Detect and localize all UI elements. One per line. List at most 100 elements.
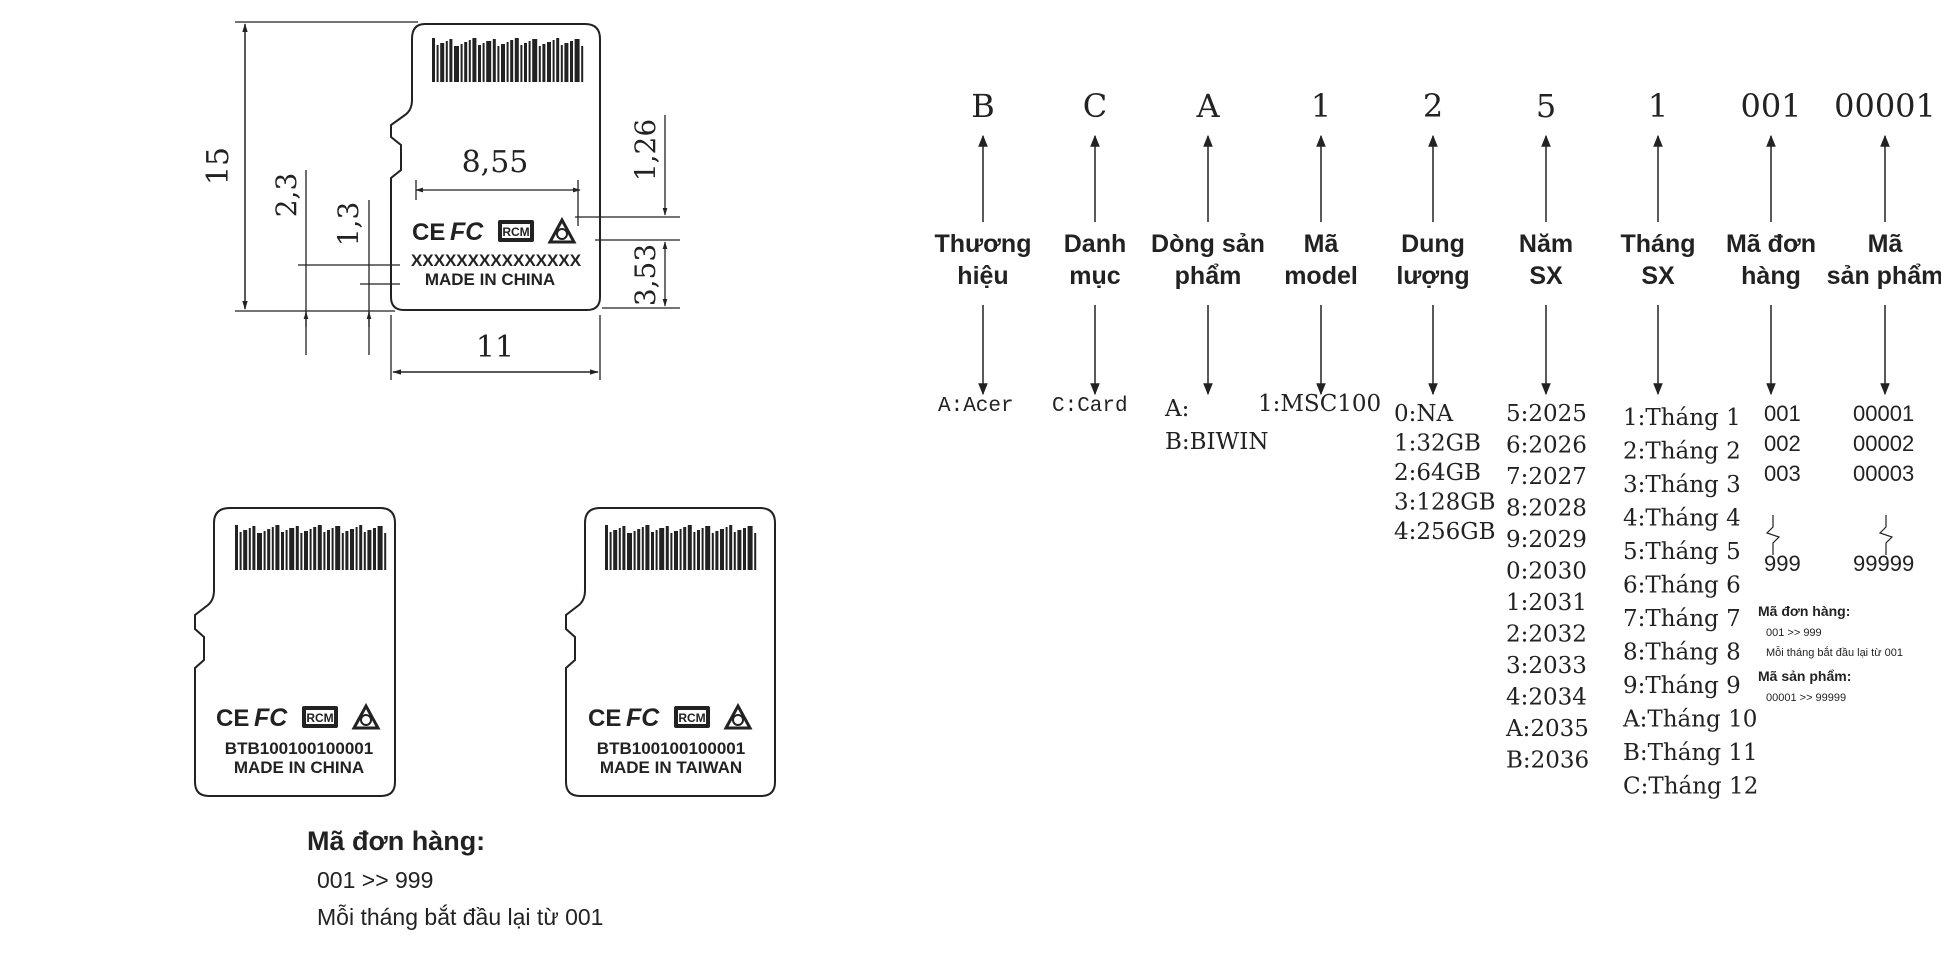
code-label: Tháng [1621,230,1696,258]
fcc-mark-icon: FC [254,704,288,732]
code-label: Danh [1064,230,1127,258]
ukca-mark-icon [351,702,381,730]
rcm-mark-text: RCM [502,225,529,239]
product-note-range: 00001 >> 99999 [1766,692,1846,704]
code-segment: 5 [1536,87,1556,125]
order-note-range: 001 >> 999 [1766,627,1822,639]
code-value: A:Tháng 10 [1622,707,1757,733]
code-value: 9:Tháng 9 [1623,673,1741,699]
code-value: 1:32GB [1394,431,1481,457]
code-label: SX [1641,262,1675,290]
code-value: 1:MSC100 [1258,391,1381,417]
fcc-mark-icon: FC [450,218,484,246]
card-outline [565,507,776,797]
code-value: B:2036 [1506,748,1589,774]
code-value: 00002 [1853,431,1914,456]
bottom-note-range: 001 >> 999 [317,867,434,893]
product-note-title: Mã sản phẩm: [1758,668,1851,684]
code-label: Năm [1519,230,1573,258]
code-label: Thương [935,230,1032,258]
ce-mark-icon: CE [412,219,445,246]
code-value: 0:NA [1394,401,1454,427]
code-segment: A [1195,87,1220,125]
ukca-mark-icon [547,216,577,244]
card-outline [390,23,601,311]
code-segment: 001 [1740,87,1801,125]
code-label: Mã [1304,230,1339,258]
fcc-mark-icon: FC [626,704,660,732]
order-note-title: Mã đơn hàng: [1758,603,1850,619]
code-value: C:Card [1052,395,1128,418]
ukca-mark-icon [723,702,753,730]
code-value: 003 [1764,461,1801,486]
code-value: 2:2032 [1506,622,1587,648]
code-value: 0:2030 [1506,559,1587,585]
code-value: 3:2033 [1506,653,1587,679]
code-value: 1:2031 [1506,590,1587,616]
code-value: 00001 [1853,401,1914,426]
code-label: mục [1069,262,1121,290]
bottom-note-rule: Mỗi tháng bắt đầu lại từ 001 [317,904,604,930]
code-value: B:BIWIN [1165,429,1269,455]
code-segment: 1 [1648,87,1668,125]
dim-small-offset-label: 1,3 [332,202,365,247]
code-segment: B [971,87,995,125]
card-serial: XXXXXXXXXXXXXXX [411,251,582,270]
code-label: Dung [1401,230,1465,258]
order-note-rule: Mỗi tháng bắt đầu lại từ 001 [1766,646,1903,659]
card-serial: BTB100100100001 [597,739,745,758]
rcm-mark-icon: RCM [674,706,710,728]
code-value: A:Acer [938,395,1014,418]
rcm-mark-text: RCM [678,711,705,725]
code-value: 4:Tháng 4 [1623,506,1741,532]
code-value: 4:2034 [1506,685,1587,711]
code-value: 3:128GB [1394,490,1496,516]
bottom-note: Mã đơn hàng: 001 >> 999 Mỗi tháng bắt đầ… [305,826,603,941]
code-label: Mã đơn [1726,230,1816,258]
right-notes: Mã đơn hàng: 001 >> 999 Mỗi tháng bắt đầ… [1758,603,1903,704]
ce-mark-icon: CE [216,705,249,732]
code-value: 2:64GB [1394,460,1481,486]
dim-height-label: 15 [201,147,236,185]
code-value: 5:Tháng 5 [1623,539,1741,565]
code-value: 3:Tháng 3 [1623,472,1741,498]
code-value: 002 [1764,431,1801,456]
code-label: phẩm [1175,262,1242,290]
code-value: 6:2026 [1506,433,1587,459]
code-value: 2:Tháng 2 [1623,439,1741,465]
code-value: A:2035 [1505,716,1589,742]
code-value: 1:Tháng 1 [1623,405,1741,431]
code-value: B:Tháng 11 [1623,740,1758,766]
break-mark [1878,515,1894,555]
code-label: hiệu [957,262,1008,290]
code-label: SX [1529,262,1563,290]
code-value: 4:256GB [1394,519,1496,545]
code-value: 00003 [1853,461,1914,486]
code-value: 5:2025 [1506,401,1587,427]
dim-top-right-label: 1,26 [629,119,662,181]
bottom-note-title: Mã đơn hàng: [307,826,486,856]
card-origin: MADE IN CHINA [425,270,555,289]
ce-mark-icon: CE [588,705,621,732]
rcm-mark-icon: RCM [498,220,534,242]
code-label: Dòng sản [1151,230,1265,258]
code-value: 7:Tháng 7 [1623,606,1741,632]
code-value: 8:2028 [1506,496,1587,522]
rcm-mark-icon: RCM [302,706,338,728]
rcm-mark-text: RCM [306,711,333,725]
code-label: model [1284,262,1358,290]
code-column: 5NămSX5:20256:20267:20278:20289:20290:20… [1505,87,1589,774]
card-origin: MADE IN TAIWAN [600,758,742,777]
code-segment: C [1083,87,1107,125]
code-label: sản phẩm [1827,262,1941,290]
code-label: hàng [1741,262,1801,290]
